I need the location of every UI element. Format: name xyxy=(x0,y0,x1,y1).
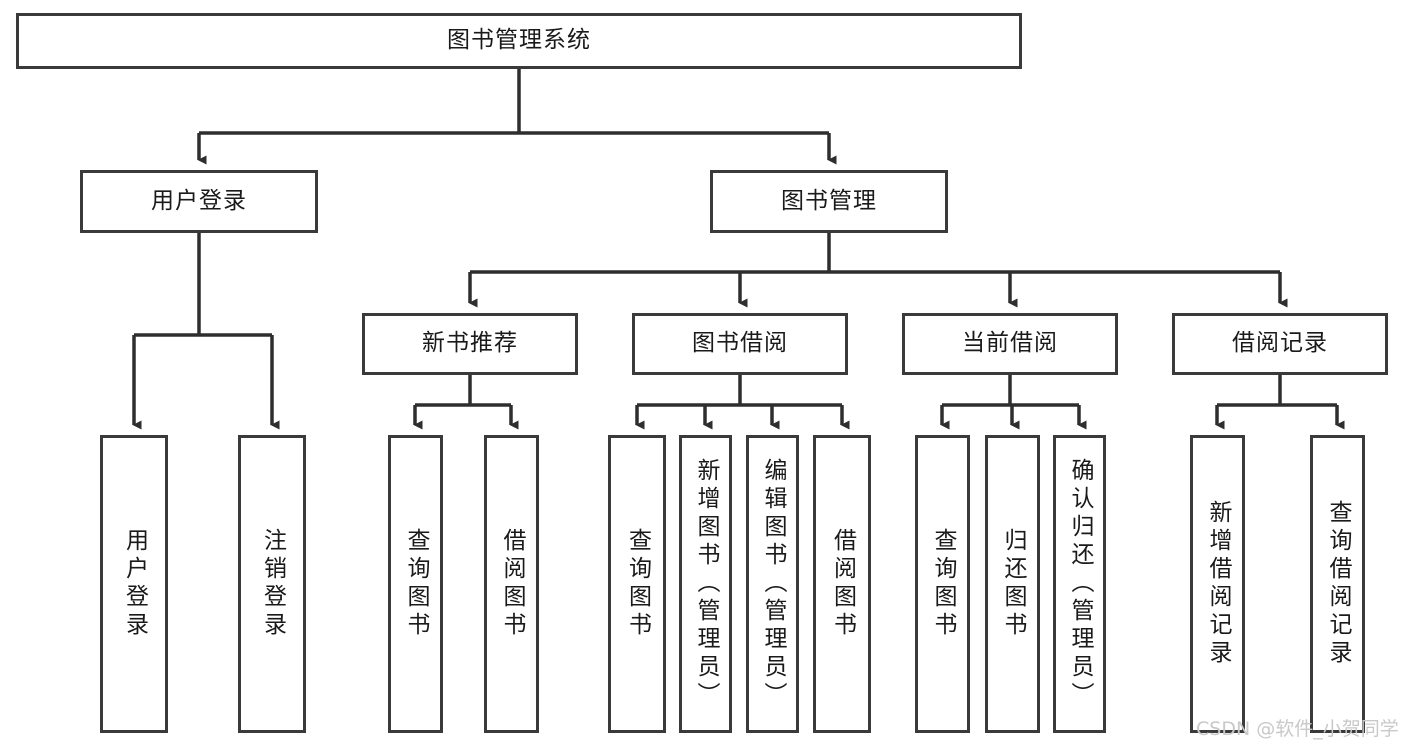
node-new-book-recommend-label: 新书推荐 xyxy=(422,330,518,357)
node-current-borrow[interactable]: 当前借阅 xyxy=(902,313,1118,375)
node-leaf-add-book-label: 新增图书（管理员） xyxy=(693,458,719,710)
node-leaf-add-borrow-record[interactable]: 新增借阅记录 xyxy=(1190,435,1245,733)
node-leaf-query-borrow-record[interactable]: 查询借阅记录 xyxy=(1310,435,1365,733)
node-leaf-query-book-3[interactable]: 查询图书 xyxy=(915,435,970,733)
node-leaf-query-book-1[interactable]: 查询图书 xyxy=(388,435,443,733)
node-leaf-logout[interactable]: 注销登录 xyxy=(238,435,306,733)
node-leaf-user-login[interactable]: 用户登录 xyxy=(100,435,168,733)
csdn-watermark: CSDN @软件_小贺同学 xyxy=(1196,718,1399,740)
node-current-borrow-label: 当前借阅 xyxy=(962,330,1058,357)
node-book-borrow[interactable]: 图书借阅 xyxy=(632,313,848,375)
node-leaf-borrow-book-2[interactable]: 借阅图书 xyxy=(813,435,871,733)
node-leaf-borrow-book-1-label: 借阅图书 xyxy=(499,528,525,640)
node-book-borrow-label: 图书借阅 xyxy=(692,330,788,357)
node-leaf-query-book-1-label: 查询图书 xyxy=(403,528,429,640)
node-leaf-add-book[interactable]: 新增图书（管理员） xyxy=(679,435,732,733)
node-leaf-query-book-2-label: 查询图书 xyxy=(624,528,651,640)
node-leaf-query-borrow-record-label: 查询借阅记录 xyxy=(1325,500,1351,668)
node-root-label: 图书管理系统 xyxy=(447,27,591,54)
node-book-management[interactable]: 图书管理 xyxy=(710,170,948,233)
node-borrow-records[interactable]: 借阅记录 xyxy=(1172,313,1388,375)
node-book-management-label: 图书管理 xyxy=(781,187,877,214)
node-root[interactable]: 图书管理系统 xyxy=(16,13,1022,69)
node-leaf-query-book-2[interactable]: 查询图书 xyxy=(608,435,666,733)
node-leaf-confirm-return-label: 确认归还（管理员） xyxy=(1067,458,1093,710)
node-leaf-edit-book-label: 编辑图书（管理员） xyxy=(760,458,786,710)
node-leaf-return-book-label: 归还图书 xyxy=(1000,528,1026,640)
node-leaf-confirm-return[interactable]: 确认归还（管理员） xyxy=(1053,435,1106,733)
node-leaf-borrow-book-1[interactable]: 借阅图书 xyxy=(484,435,539,733)
node-leaf-add-borrow-record-label: 新增借阅记录 xyxy=(1205,500,1231,668)
node-new-book-recommend[interactable]: 新书推荐 xyxy=(362,313,578,375)
node-leaf-return-book[interactable]: 归还图书 xyxy=(985,435,1040,733)
node-user-login-label: 用户登录 xyxy=(151,187,247,214)
node-borrow-records-label: 借阅记录 xyxy=(1232,330,1328,357)
node-leaf-query-book-3-label: 查询图书 xyxy=(930,528,956,640)
node-leaf-edit-book[interactable]: 编辑图书（管理员） xyxy=(746,435,799,733)
node-leaf-logout-label: 注销登录 xyxy=(259,528,286,640)
node-leaf-borrow-book-2-label: 借阅图书 xyxy=(829,528,856,640)
node-leaf-user-login-label: 用户登录 xyxy=(121,528,148,640)
node-user-login[interactable]: 用户登录 xyxy=(80,170,318,233)
